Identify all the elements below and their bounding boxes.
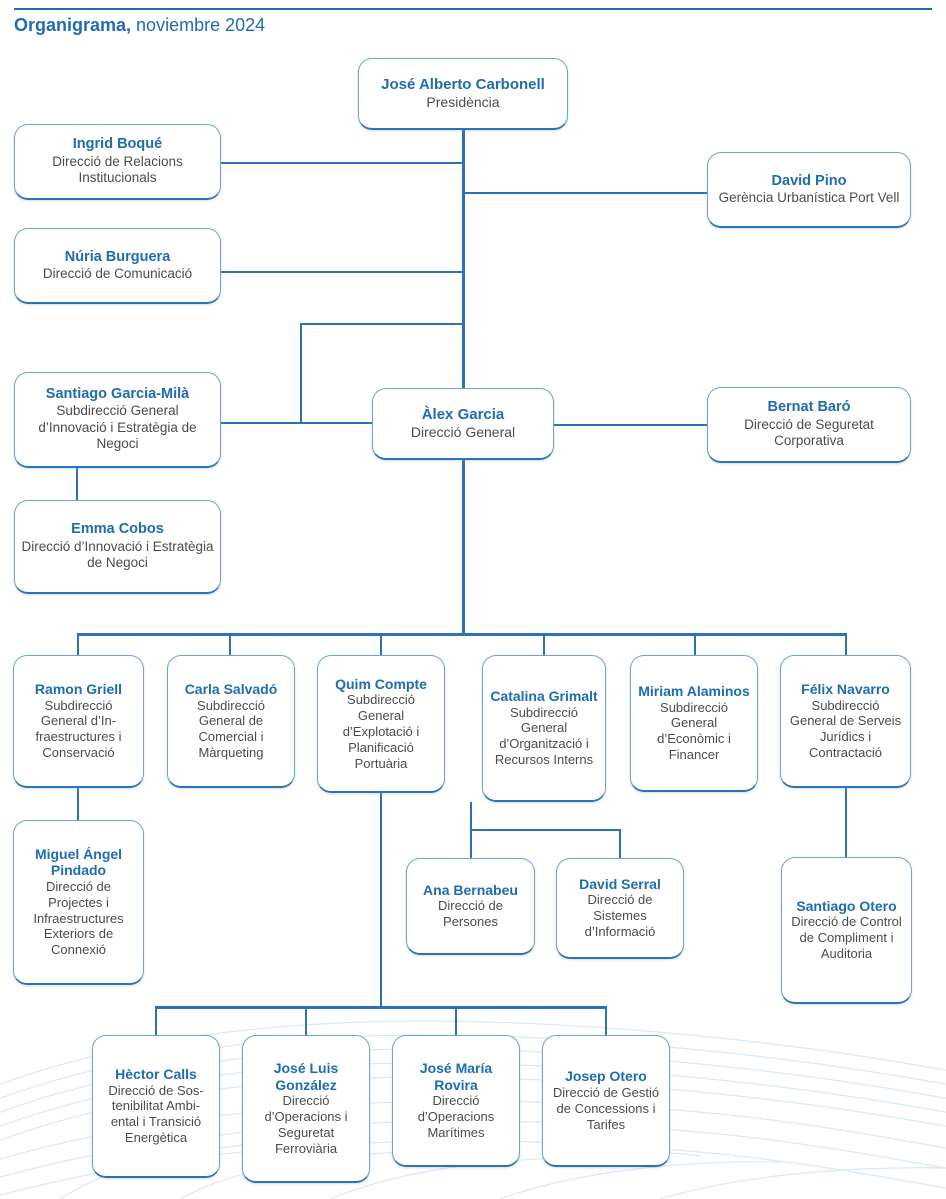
node-seguretat-corporativa-name: Bernat Baró [767, 399, 851, 416]
connector-to-port-vell [462, 192, 708, 194]
connector-to-seguretat [553, 424, 708, 426]
node-port-vell-name: David Pino [771, 172, 847, 189]
node-sistemes-name: David Serral [579, 875, 661, 892]
node-persones-name: Ana Bernabeu [423, 881, 518, 898]
node-concessions-name: Josep Otero [565, 1068, 647, 1085]
connector-sg-innovacio-to-innovacio [76, 468, 78, 500]
node-relacions-institucionals-role: Direcció de Relacions Institucionals [52, 153, 183, 186]
node-compliment[interactable]: Santiago Otero Direcció de Control de Co… [781, 857, 912, 1004]
node-innovacio-role: Direcció d’Innovació i Estratègia de Neg… [21, 538, 214, 571]
node-projectes-role: Direcció de Projectes i Infraestructures… [33, 878, 124, 958]
node-sg-infraestructures[interactable]: Ramon Griell Subdirecció General d’In-fr… [13, 655, 144, 788]
node-sg-organitzacio-role: Subdirecció General d’Organització i Rec… [494, 704, 594, 768]
node-sg-innovacio-role: Subdirecció General d’Innovació i Estrat… [38, 403, 197, 452]
node-sostenibilitat-role: Direcció de Sos-tenibilitat Ambi-ental i… [108, 1082, 204, 1146]
node-persones-role: Direcció de Persones [437, 898, 504, 930]
connector-drop-sostenibilitat [155, 1006, 157, 1036]
node-direccio-general[interactable]: Àlex Garcia Direcció General [372, 388, 554, 460]
connector-bus-organitzacio [470, 829, 621, 831]
node-sg-juridics-role: Subdirecció General de Serveis Jurídics … [789, 697, 902, 761]
connector-sg-juridics-to-compliment [845, 788, 847, 857]
node-sg-explotacio[interactable]: Quim Compte Subdirecció General d’Explot… [317, 655, 445, 793]
node-concessions-role: Direcció de Gestió de Concessions i Tari… [552, 1084, 660, 1132]
node-seguretat-corporativa-role: Direcció de Seguretat Corporativa [744, 416, 874, 449]
node-relacions-institucionals[interactable]: Ingrid Boqué Direcció de Relacions Insti… [14, 124, 221, 200]
node-sg-innovacio[interactable]: Santiago Garcia-Milà Subdirecció General… [14, 372, 221, 468]
page-title-rest: noviembre 2024 [131, 15, 266, 35]
node-projectes-name: Miguel Ángel Pindado [34, 845, 123, 879]
node-presidencia-name: José Alberto Carbonell [381, 76, 545, 94]
node-sg-explotacio-name: Quim Compte [335, 675, 427, 692]
node-direccio-general-name: Àlex Garcia [421, 406, 505, 424]
node-sg-economic-name: Miriam Alaminos [638, 683, 750, 700]
connector-drop-sg-explotacio [380, 633, 382, 655]
connector-bus-operacions [155, 1006, 607, 1009]
node-port-vell[interactable]: David Pino Gerència Urbanística Port Vel… [707, 152, 911, 228]
node-sg-organitzacio[interactable]: Catalina Grimalt Subdirecció General d’O… [482, 655, 606, 802]
node-ferroviaria-role: Direcció d’Operacions i Seguretat Ferrov… [264, 1093, 348, 1156]
node-sg-juridics-name: Félix Navarro [801, 681, 890, 698]
node-sg-organitzacio-name: Catalina Grimalt [490, 688, 598, 705]
node-sg-infraestructures-name: Ramon Griell [34, 681, 123, 698]
node-direccio-general-role: Direcció General [410, 423, 516, 440]
connector-to-sg-innovacio [220, 422, 464, 424]
node-ferroviaria[interactable]: José Luis González Direcció d’Operacions… [242, 1035, 370, 1183]
node-maritimes-name: José María Rovira [419, 1060, 493, 1093]
node-projectes[interactable]: Miguel Ángel Pindado Direcció de Project… [13, 820, 144, 985]
node-innovacio[interactable]: Emma Cobos Direcció d’Innovació i Estrat… [14, 500, 221, 594]
node-sostenibilitat[interactable]: Hèctor Calls Direcció de Sos-tenibilitat… [92, 1035, 220, 1178]
node-comunicacio-name: Núria Burguera [64, 248, 171, 265]
connector-branch-top [300, 323, 464, 325]
node-port-vell-role: Gerència Urbanística Port Vell [718, 189, 900, 205]
connector-trunk-main [462, 130, 465, 635]
connector-drop-sg-infra [77, 633, 79, 655]
connector-drop-concessions [605, 1006, 607, 1036]
node-sistemes[interactable]: David Serral Direcció de Sistemes d’Info… [556, 858, 684, 959]
connector-drop-sg-economic [694, 633, 696, 655]
node-sg-economic[interactable]: Miriam Alaminos Subdirecció General d’Ec… [630, 655, 758, 792]
connector-to-relacions [220, 162, 464, 164]
connector-drop-sg-organitzacio [543, 633, 545, 655]
node-compliment-name: Santiago Otero [796, 897, 897, 914]
connector-to-comunicacio [220, 271, 464, 273]
node-sg-infraestructures-role: Subdirecció General d’In-fraestructures … [35, 697, 122, 761]
header-rule [14, 8, 932, 10]
node-comunicacio[interactable]: Núria Burguera Direcció de Comunicació [14, 228, 221, 304]
node-sg-economic-role: Subdirecció General d’Econòmic i Finance… [657, 699, 731, 763]
node-seguretat-corporativa[interactable]: Bernat Baró Direcció de Seguretat Corpor… [707, 387, 911, 463]
node-sg-comercial[interactable]: Carla Salvadó Subdirecció General de Com… [167, 655, 295, 788]
node-sg-juridics[interactable]: Félix Navarro Subdirecció General de Ser… [780, 655, 911, 788]
node-maritimes[interactable]: José María Rovira Direcció d’Operacions … [392, 1035, 520, 1167]
connector-drop-sistemes [619, 829, 621, 858]
node-ferroviaria-name: José Luis González [273, 1060, 339, 1093]
node-relacions-institucionals-name: Ingrid Boqué [72, 136, 163, 153]
node-comunicacio-role: Direcció de Comunicació [42, 265, 193, 281]
connector-sg-infra-to-projectes [77, 788, 79, 820]
node-presidencia[interactable]: José Alberto Carbonell Presidència [358, 58, 568, 130]
node-persones[interactable]: Ana Bernabeu Direcció de Persones [406, 858, 535, 955]
node-sg-innovacio-name: Santiago Garcia-Milà [45, 386, 190, 403]
connector-sg-organitzacio-drop [470, 802, 472, 830]
node-sg-comercial-name: Carla Salvadó [184, 681, 278, 698]
node-sistemes-role: Direcció de Sistemes d’Informació [584, 892, 656, 940]
page-title-bold: Organigrama, [14, 15, 132, 35]
page-title: Organigrama, noviembre 2024 [14, 15, 265, 36]
node-sostenibilitat-name: Hèctor Calls [115, 1066, 197, 1083]
connector-bus-subdireccions [77, 633, 847, 636]
node-sg-explotacio-role: Subdirecció General d’Explotació i Plani… [342, 692, 420, 771]
connector-drop-ferroviaria [305, 1006, 307, 1036]
connector-drop-sg-comercial [229, 633, 231, 655]
node-sg-comercial-role: Subdirecció General de Comercial i Màrqu… [197, 697, 265, 761]
node-presidencia-role: Presidència [426, 93, 500, 110]
connector-drop-persones [470, 829, 472, 858]
connector-drop-sg-juridics [845, 633, 847, 655]
connector-branch-vertical [300, 323, 302, 423]
node-maritimes-role: Direcció d’Operacions Marítimes [417, 1093, 495, 1140]
node-concessions[interactable]: Josep Otero Direcció de Gestió de Conces… [542, 1035, 670, 1167]
connector-sg-explotacio-trunk [380, 793, 382, 1008]
node-innovacio-name: Emma Cobos [71, 521, 164, 538]
node-compliment-role: Direcció de Control de Compliment i Audi… [791, 914, 902, 962]
connector-drop-maritimes [455, 1006, 457, 1036]
